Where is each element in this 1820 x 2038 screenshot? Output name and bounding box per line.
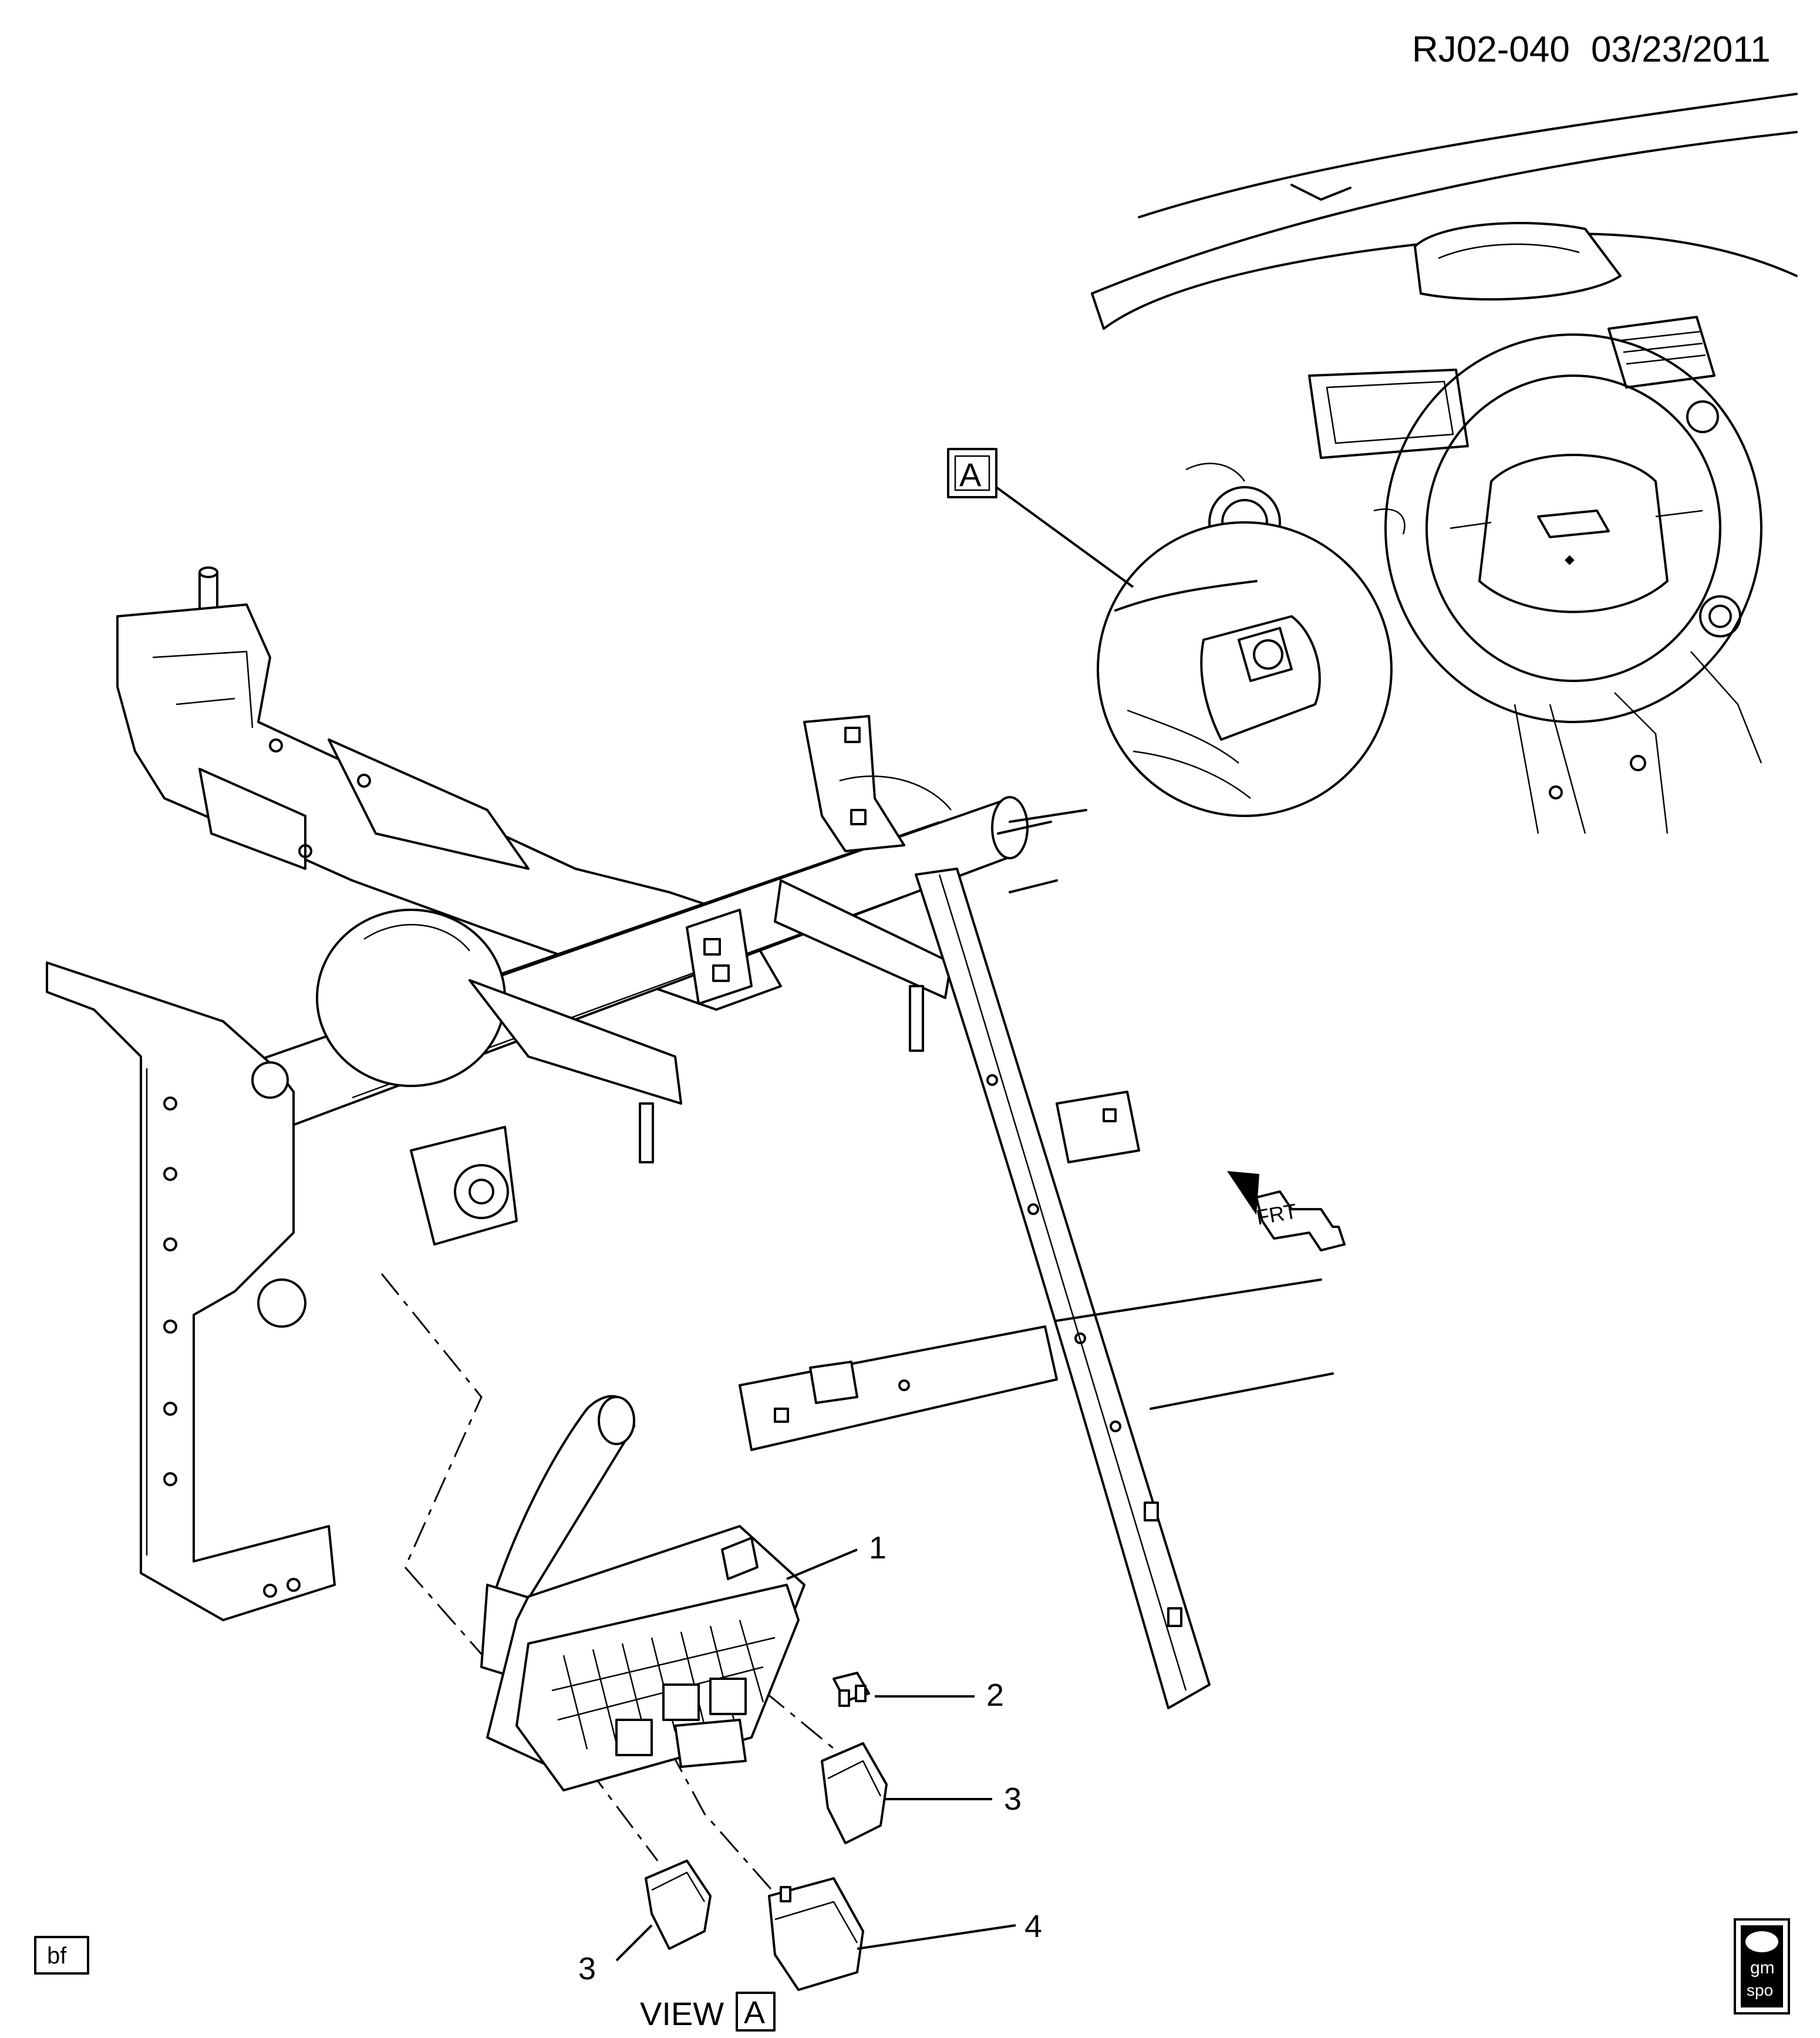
- callout-item-2: 2: [986, 1678, 1004, 1713]
- view-a-letter: A: [959, 456, 982, 493]
- cross-car-beam: [46, 566, 1029, 1621]
- view-caption-letter: A: [744, 1995, 765, 2030]
- view-caption: VIEW A: [640, 1992, 776, 2032]
- front-direction-indicator: FRT: [1227, 1171, 1346, 1251]
- gm-spo-logo: gm spo: [1734, 1918, 1790, 2015]
- callout-item-4: 4: [1024, 1909, 1042, 1944]
- right-side-brace: [739, 809, 1334, 1709]
- part-relay-mini-lower: 3: [578, 1860, 712, 1986]
- callout-item-3-upper: 3: [1004, 1781, 1022, 1817]
- svg-text:◆: ◆: [1565, 552, 1575, 566]
- code-box: bf: [34, 1936, 89, 1975]
- part-fuse: 2: [833, 1672, 1004, 1713]
- detail-circle: [1097, 521, 1393, 817]
- logo-line1: gm: [1750, 1958, 1775, 1978]
- logo-line2: spo: [1747, 1981, 1773, 1999]
- view-a-label: A: [947, 448, 1134, 588]
- part-relay: 4: [768, 1877, 1042, 1991]
- callout-item-3-lower: 3: [578, 1951, 596, 1986]
- diagram-id: RJ02-040: [1412, 29, 1570, 70]
- callout-item-1: 1: [869, 1530, 887, 1565]
- code-box-text: bf: [47, 1943, 67, 1969]
- diagram-header: RJ02-040 03/23/2011: [1412, 29, 1771, 70]
- fuse-block: 1: [480, 1395, 887, 1791]
- dashboard-overview: ◆: [1091, 93, 1798, 834]
- part-relay-mini-upper: 3: [821, 1742, 1022, 1844]
- view-caption-text: VIEW: [640, 1995, 724, 2032]
- diagram-date: 03/23/2011: [1591, 29, 1771, 70]
